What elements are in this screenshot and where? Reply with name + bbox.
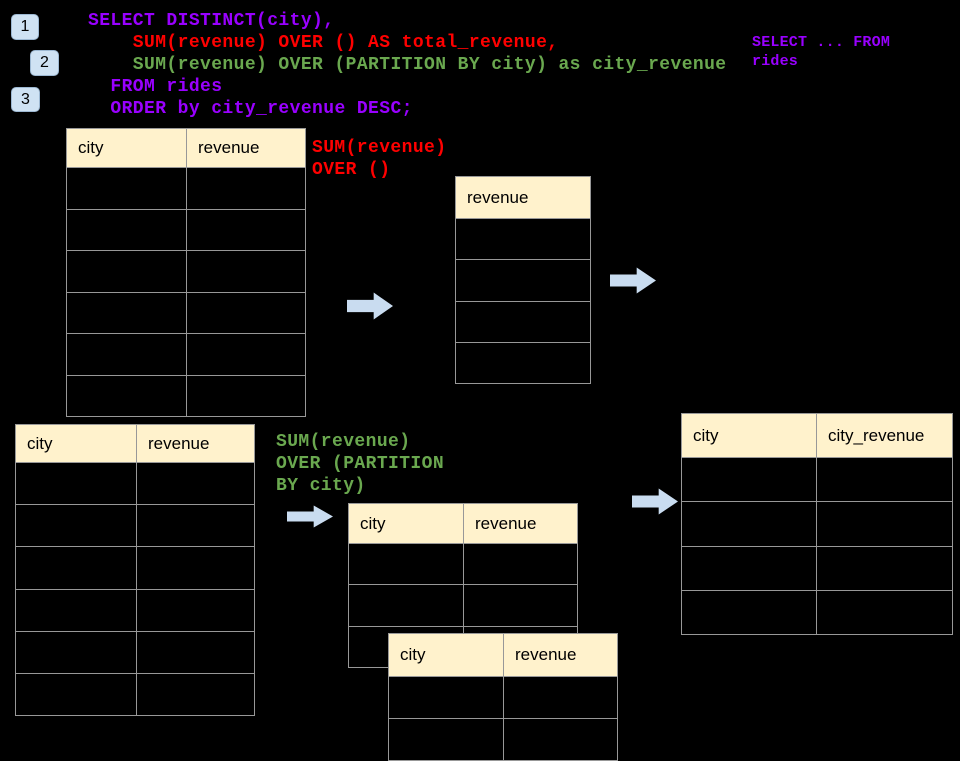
- table-cell-empty: [137, 547, 255, 590]
- step-badge-3: 3: [11, 87, 40, 112]
- table-cell-empty: [682, 458, 817, 503]
- table-cell-empty: [682, 590, 817, 636]
- table-cell-empty: [67, 334, 187, 376]
- arrow-right-icon: [632, 488, 678, 515]
- slide-canvas: 1 2 3 SELECT DISTINCT(city), SUM(revenue…: [11, 10, 953, 761]
- table-cell-empty: [187, 168, 306, 210]
- column-header: city_revenue: [817, 414, 953, 458]
- column-header: revenue: [137, 425, 255, 463]
- table-cell-empty: [187, 209, 306, 251]
- table-cell-empty: [456, 342, 591, 385]
- table-cell-empty: [817, 590, 953, 636]
- code-line: BY city): [276, 476, 366, 496]
- table-cell-empty: [187, 334, 306, 376]
- table-cell-empty: [456, 301, 591, 343]
- table-cell-empty: [16, 505, 137, 548]
- table-cell-empty: [389, 719, 504, 761]
- table-cell-empty: [67, 251, 187, 293]
- sql-query-code: SELECT DISTINCT(city), SUM(revenue) OVER…: [88, 10, 727, 120]
- table-cell-empty: [67, 292, 187, 334]
- code-line: rides: [752, 53, 799, 70]
- table-cell-empty: [16, 463, 137, 506]
- table-cell-empty: [456, 260, 591, 302]
- arrow-right-icon: [347, 292, 393, 320]
- code-line: SELECT ... FROM: [752, 34, 891, 51]
- column-header: city: [67, 129, 187, 168]
- table-cell-empty: [137, 673, 255, 717]
- table-cell-empty: [187, 375, 306, 417]
- table-cell-empty: [504, 677, 618, 719]
- code-line: FROM rides: [88, 77, 223, 97]
- column-header: revenue: [187, 129, 306, 168]
- table-cell-empty: [187, 251, 306, 293]
- code-line: SUM(revenue): [276, 432, 411, 452]
- code-line: OVER (): [312, 160, 391, 180]
- table-cell-empty: [817, 502, 953, 547]
- code-line: SUM(revenue) OVER (PARTITION BY city) as…: [88, 55, 727, 75]
- table-cell-empty: [67, 168, 187, 210]
- code-line: SELECT DISTINCT(city),: [88, 11, 335, 31]
- table-cell-empty: [817, 546, 953, 591]
- table-revenue-only: revenue: [455, 176, 591, 385]
- arrow-right-icon: [287, 505, 333, 528]
- column-header: city: [389, 634, 504, 677]
- table-cell-empty: [464, 544, 578, 586]
- table-cell-empty: [16, 631, 137, 674]
- table-cell-empty: [16, 589, 137, 632]
- code-line: ORDER by city_revenue DESC;: [88, 99, 413, 119]
- table-cell-empty: [504, 719, 618, 761]
- code-line: OVER (PARTITION: [276, 454, 445, 474]
- table-cell-empty: [389, 677, 504, 719]
- table-cell-empty: [67, 209, 187, 251]
- code-line: SUM(revenue) OVER () AS total_revenue,: [88, 33, 559, 53]
- table-cell-empty: [456, 219, 591, 261]
- table-cell-empty: [16, 673, 137, 717]
- table-cell-empty: [137, 631, 255, 674]
- table-cell-empty: [349, 544, 464, 586]
- column-header: revenue: [504, 634, 618, 677]
- code-line: SUM(revenue): [312, 138, 447, 158]
- table-cell-empty: [817, 458, 953, 503]
- column-header: city: [682, 414, 817, 458]
- column-header: revenue: [464, 504, 578, 544]
- from-rides-note: SELECT ... FROM rides: [752, 33, 890, 71]
- table-cell-empty: [137, 463, 255, 506]
- column-header: city: [16, 425, 137, 463]
- annotation-sum-over-total: SUM(revenue)OVER (): [312, 137, 446, 181]
- table-cell-empty: [137, 589, 255, 632]
- step-badge-2: 2: [30, 50, 59, 76]
- table-cell-empty: [682, 546, 817, 591]
- column-header: revenue: [456, 177, 591, 219]
- arrow-right-icon: [610, 267, 656, 294]
- table-cell-empty: [187, 292, 306, 334]
- step-badge-1: 1: [11, 14, 39, 40]
- table-cell-empty: [67, 375, 187, 417]
- table-cell-empty: [682, 502, 817, 547]
- table-cell-empty: [464, 585, 578, 627]
- table-cell-empty: [137, 505, 255, 548]
- column-header: city: [349, 504, 464, 544]
- table-cell-empty: [16, 547, 137, 590]
- table-cell-empty: [349, 585, 464, 627]
